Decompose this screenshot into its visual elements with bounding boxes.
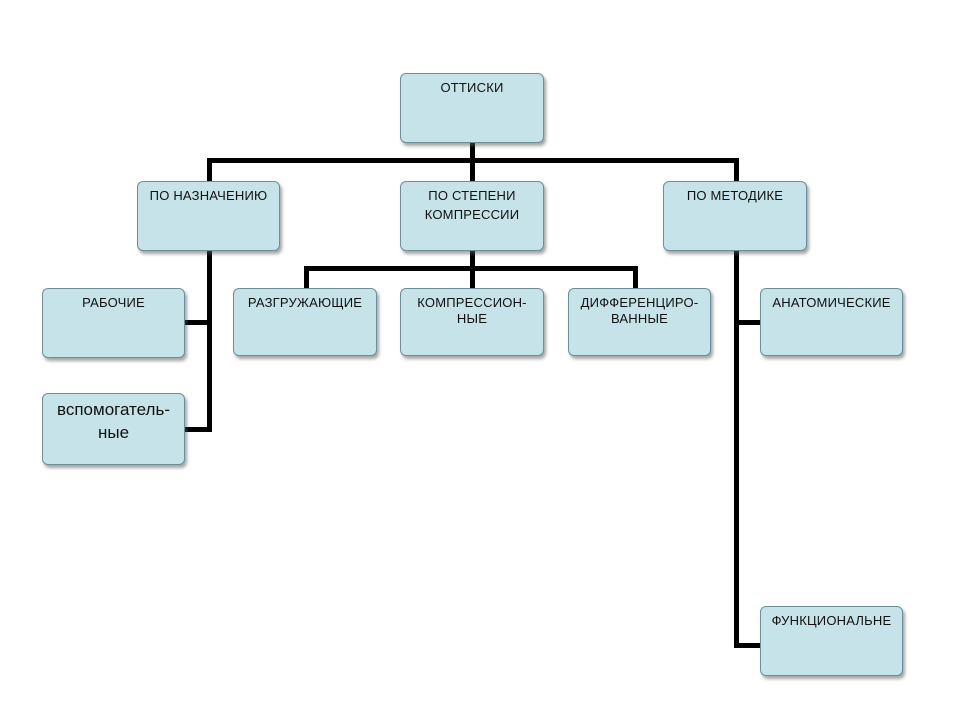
connector-to-by-compression xyxy=(470,158,475,182)
node-working: РАБОЧИЕ xyxy=(42,288,185,358)
connector-by-method-spine xyxy=(734,250,739,648)
node-functional-label: ФУНКЦИОНАЛЬНЕ xyxy=(771,613,892,628)
node-root: ОТТИСКИ xyxy=(400,73,544,143)
node-unloading-label: РАЗГРУЖАЮЩИЕ xyxy=(247,295,363,310)
node-by-compression-line1: ПО СТЕПЕНИ xyxy=(428,188,516,203)
node-compression-line1: КОМПРЕССИОН- xyxy=(417,295,527,310)
node-by-method-label: ПО МЕТОДИКЕ xyxy=(686,188,784,203)
connector-root-down xyxy=(470,142,475,162)
node-auxiliary-line1: вспомогатель- xyxy=(57,400,170,419)
connector-to-differentiated xyxy=(633,266,638,290)
connector-to-by-method xyxy=(734,158,739,182)
connector-to-auxiliary xyxy=(184,427,212,432)
node-working-label: РАБОЧИЕ xyxy=(82,295,145,310)
node-unloading: РАЗГРУЖАЮЩИЕ xyxy=(233,288,377,356)
node-anatomical: АНАТОМИЧЕСКИЕ xyxy=(760,288,903,356)
connector-to-unloading xyxy=(304,266,309,290)
node-compression-line2: НЫЕ xyxy=(456,311,488,326)
node-auxiliary-line2: ные xyxy=(97,423,130,442)
node-by-purpose: ПО НАЗНАЧЕНИЮ xyxy=(137,181,280,251)
node-functional: ФУНКЦИОНАЛЬНЕ xyxy=(760,606,903,676)
node-differentiated-line2: ВАННЫЕ xyxy=(610,311,669,326)
connector-to-anatomical xyxy=(734,320,762,325)
connector-to-functional xyxy=(734,643,762,648)
node-compression: КОМПРЕССИОН- НЫЕ xyxy=(400,288,544,356)
connector-to-compression xyxy=(470,266,475,290)
node-auxiliary: вспомогатель- ные xyxy=(42,393,185,465)
node-by-compression: ПО СТЕПЕНИ КОМПРЕССИИ xyxy=(400,181,544,251)
node-by-method: ПО МЕТОДИКЕ xyxy=(663,181,807,251)
connector-by-purpose-spine xyxy=(207,250,212,432)
node-root-label: ОТТИСКИ xyxy=(440,80,504,95)
connector-by-compression-down xyxy=(470,248,475,272)
node-by-compression-line2: КОМПРЕССИИ xyxy=(424,207,520,222)
node-differentiated: ДИФФЕРЕНЦИРО- ВАННЫЕ xyxy=(568,288,711,356)
connector-to-working xyxy=(184,320,212,325)
connector-to-by-purpose xyxy=(207,158,212,182)
node-anatomical-label: АНАТОМИЧЕСКИЕ xyxy=(772,295,891,310)
node-by-purpose-label: ПО НАЗНАЧЕНИЮ xyxy=(149,188,268,203)
node-differentiated-line1: ДИФФЕРЕНЦИРО- xyxy=(580,295,699,310)
